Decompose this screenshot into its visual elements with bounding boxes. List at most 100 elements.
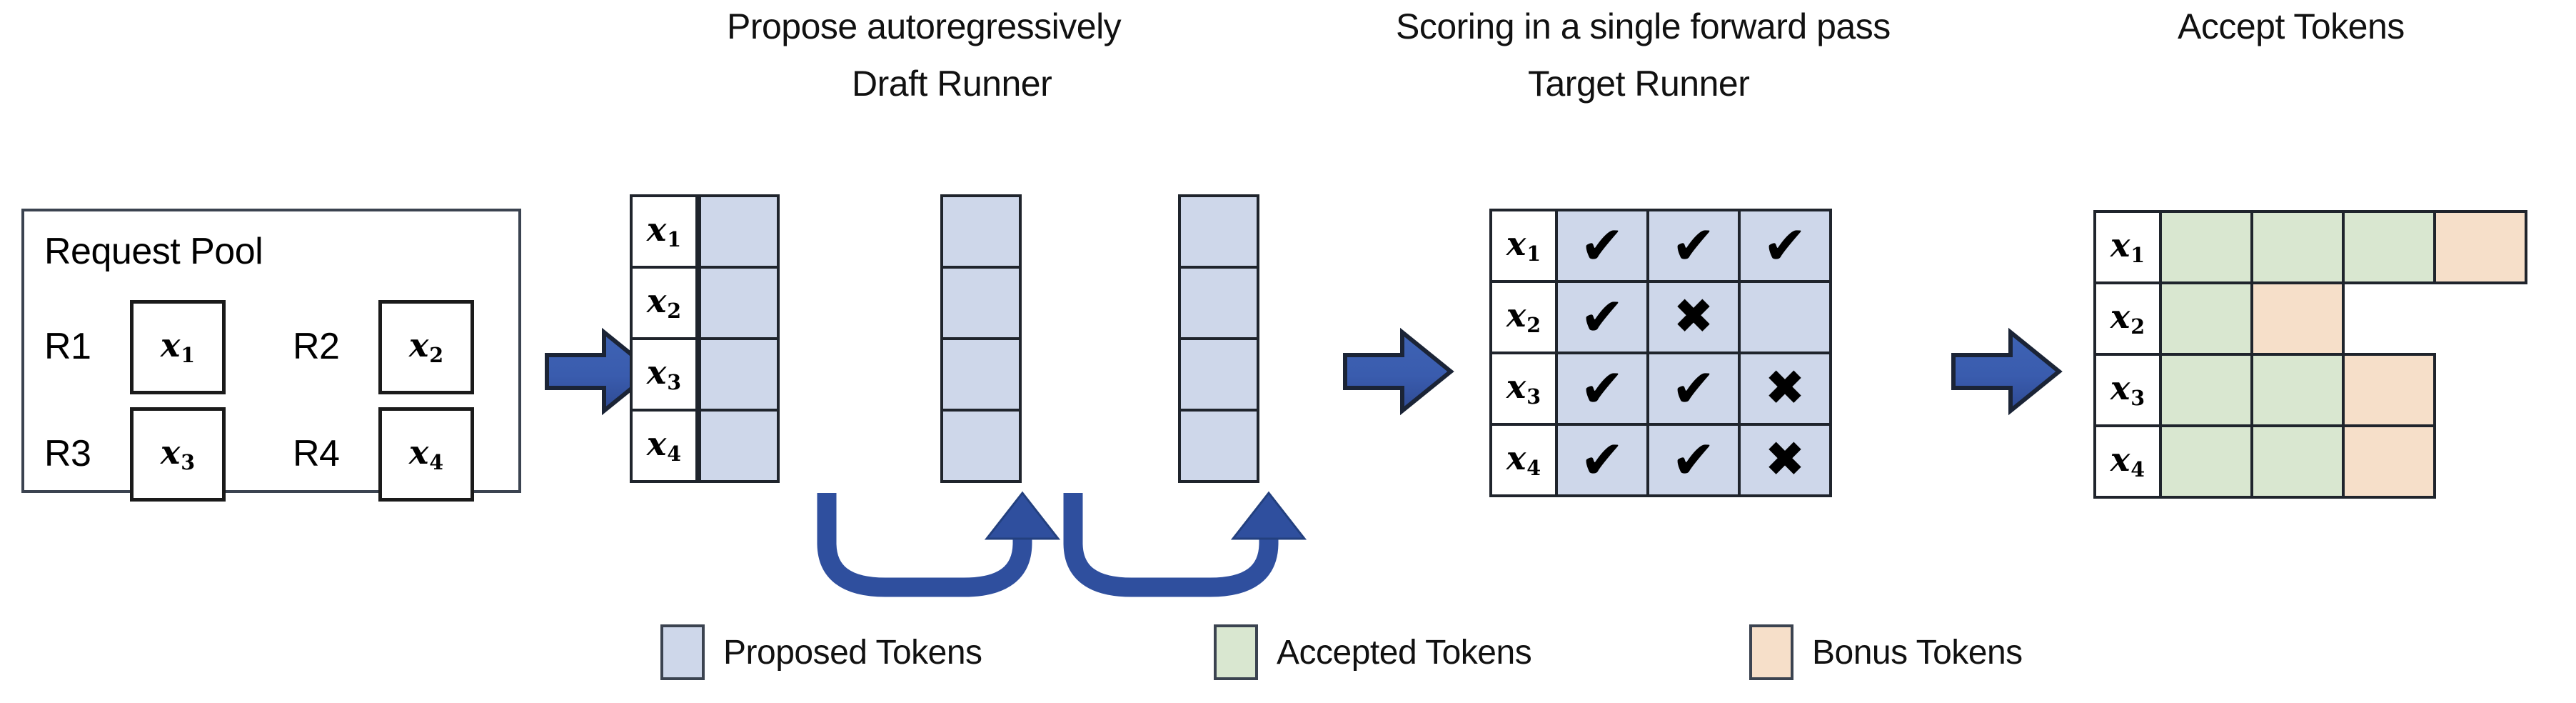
draft-proposed-cell: [940, 194, 1022, 269]
target-row: x2 ✔ ✖: [1489, 280, 1832, 354]
draft-row-label-1: x1: [630, 194, 698, 269]
request-token-r4: x4: [408, 433, 444, 475]
check-icon: ✔: [1671, 215, 1716, 276]
request-token-box-r1: x1: [130, 300, 226, 394]
accept-cell-bonus: [2342, 424, 2436, 499]
target-score-cell: ✔: [1555, 352, 1649, 426]
target-row: x3 ✔ ✔ ✖: [1489, 352, 1832, 426]
target-row-label-3: x3: [1489, 352, 1558, 426]
draft-proposed-cell: [940, 337, 1022, 412]
draft-proposed-cell: [1178, 409, 1259, 483]
request-token-box-r4: x4: [378, 407, 474, 502]
accept-cell-accepted: [2250, 210, 2345, 284]
autoregressive-loop-arrow-2: [1046, 487, 1317, 619]
request-label-r1: R1: [44, 326, 91, 367]
draft-runner-column-1: x1 x2 x3 x4: [630, 194, 780, 483]
draft-row: x1: [630, 194, 780, 269]
cross-icon: ✖: [1764, 432, 1806, 488]
check-icon: ✔: [1579, 215, 1624, 276]
target-row-label-1: x1: [1489, 209, 1558, 283]
accept-cell-accepted: [2342, 210, 2436, 284]
draft-row: x2: [630, 266, 780, 340]
heading-scoring-single-forward-pass: Scoring in a single forward pass: [1396, 6, 1891, 46]
draft-runner-column-2: [940, 194, 1022, 483]
target-score-cell: ✔: [1646, 423, 1741, 497]
draft-proposed-cell: [698, 266, 780, 340]
flow-arrow-2: [1341, 325, 1455, 422]
accept-cell-bonus: [2433, 210, 2527, 284]
request-label-r3: R3: [44, 433, 91, 474]
target-row-label-2: x2: [1489, 280, 1558, 354]
legend-swatch-bonus: [1749, 624, 1793, 680]
target-score-cell: ✔: [1646, 209, 1741, 283]
check-icon: ✔: [1579, 429, 1624, 491]
flow-arrow-1: [543, 325, 657, 422]
accept-row: x4: [2093, 424, 2527, 499]
legend-swatch-proposed: [660, 624, 705, 680]
accept-row-label-2: x2: [2093, 281, 2162, 356]
heading-target-runner: Target Runner: [1528, 64, 1750, 104]
draft-row-label-2: x2: [630, 266, 698, 340]
check-icon: ✔: [1671, 429, 1716, 491]
check-icon: ✔: [1762, 215, 1807, 276]
autoregressive-loop-arrow-1: [800, 487, 1071, 619]
accept-cell-accepted: [2159, 210, 2253, 284]
target-row: x1 ✔ ✔ ✔: [1489, 209, 1832, 283]
request-token-box-r2: x2: [378, 300, 474, 394]
legend-item-proposed: Proposed Tokens: [660, 624, 982, 680]
target-score-cell: ✖: [1738, 423, 1832, 497]
request-pool-title: Request Pool: [44, 231, 263, 272]
target-score-cell: ✔: [1646, 352, 1741, 426]
accept-cell-accepted: [2250, 424, 2345, 499]
check-icon: ✔: [1671, 358, 1716, 419]
accept-row: x1: [2093, 210, 2527, 284]
target-score-cell-empty: [1738, 280, 1832, 354]
target-score-cell: ✖: [1646, 280, 1741, 354]
draft-proposed-cell: [1178, 194, 1259, 269]
target-row-label-4: x4: [1489, 423, 1558, 497]
accept-cell-bonus: [2250, 281, 2345, 356]
legend: Proposed Tokens Accepted Tokens Bonus To…: [0, 616, 2576, 694]
heading-draft-runner: Draft Runner: [852, 64, 1052, 104]
draft-row: x4: [630, 409, 780, 483]
accept-cell-accepted: [2250, 353, 2345, 427]
target-runner-grid: x1 ✔ ✔ ✔ x2 ✔ ✖ x3 ✔ ✔ ✖ x4 ✔: [1489, 209, 1832, 497]
draft-proposed-cell: [940, 409, 1022, 483]
accept-cell-accepted: [2159, 424, 2253, 499]
request-label-r2: R2: [293, 326, 340, 367]
target-score-cell: ✔: [1555, 280, 1649, 354]
target-score-cell: ✔: [1738, 209, 1832, 283]
accept-cell-accepted: [2159, 353, 2253, 427]
cross-icon: ✖: [1673, 289, 1714, 345]
draft-proposed-cell: [698, 337, 780, 412]
draft-runner-column-3: [1178, 194, 1259, 483]
check-icon: ✔: [1579, 286, 1624, 348]
draft-proposed-cell: [698, 194, 780, 269]
legend-item-accepted: Accepted Tokens: [1214, 624, 1532, 680]
draft-proposed-cell: [1178, 337, 1259, 412]
request-token-r2: x2: [408, 326, 444, 368]
flow-arrow-3: [1949, 325, 2063, 422]
target-score-cell: ✖: [1738, 352, 1832, 426]
legend-swatch-accepted: [1214, 624, 1258, 680]
request-token-r3: x3: [160, 433, 196, 475]
draft-row-label-3: x3: [630, 337, 698, 412]
target-score-cell: ✔: [1555, 423, 1649, 497]
legend-item-bonus: Bonus Tokens: [1749, 624, 2023, 680]
draft-proposed-cell: [940, 266, 1022, 340]
draft-proposed-cell: [698, 409, 780, 483]
request-token-r1: x1: [160, 326, 196, 368]
target-row: x4 ✔ ✔ ✖: [1489, 423, 1832, 497]
draft-row-label-4: x4: [630, 409, 698, 483]
accept-row-label-1: x1: [2093, 210, 2162, 284]
accept-cell-bonus: [2342, 353, 2436, 427]
cross-icon: ✖: [1764, 360, 1806, 417]
check-icon: ✔: [1579, 358, 1624, 419]
heading-accept-tokens: Accept Tokens: [2178, 6, 2405, 46]
draft-proposed-cell: [1178, 266, 1259, 340]
accept-row-label-4: x4: [2093, 424, 2162, 499]
accept-cell-accepted: [2159, 281, 2253, 356]
heading-propose-autoregressively: Propose autoregressively: [727, 6, 1122, 46]
accept-row: x3: [2093, 353, 2527, 427]
